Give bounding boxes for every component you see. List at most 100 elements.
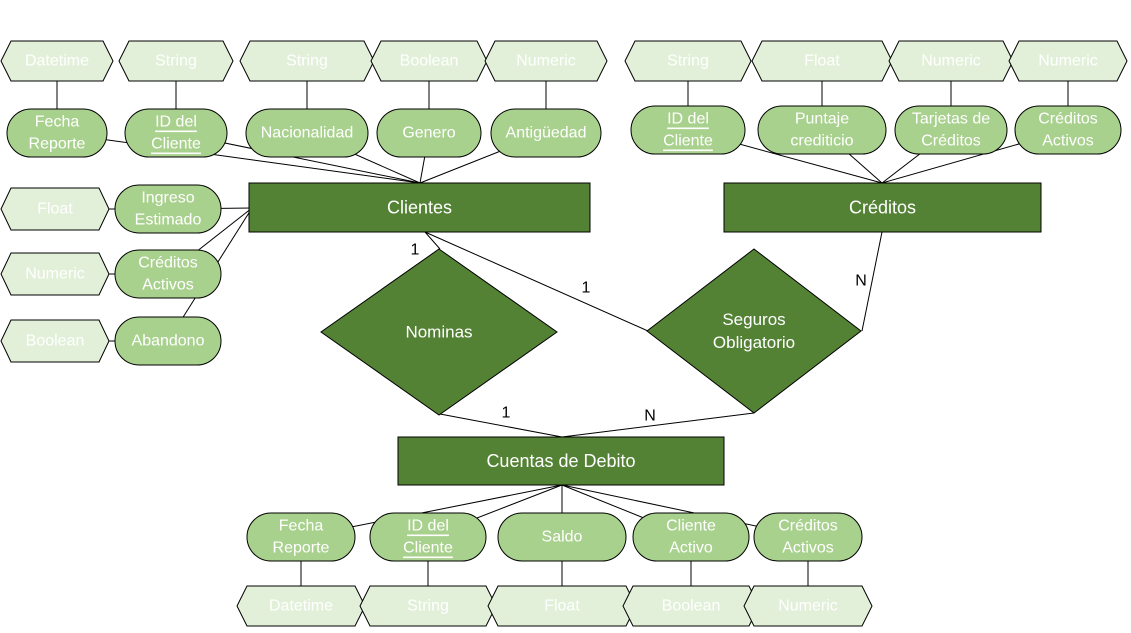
attribute-pill bbox=[1014, 105, 1122, 155]
label-line: Activos bbox=[782, 540, 834, 557]
label-line: Cliente bbox=[151, 136, 201, 153]
attribute-genero: Genero bbox=[376, 108, 482, 158]
label-line: Fecha bbox=[279, 518, 324, 535]
type-string: String bbox=[359, 585, 497, 627]
entity-box bbox=[723, 182, 1042, 233]
label-line: Ingreso bbox=[141, 190, 194, 207]
label-line: Nominas bbox=[405, 323, 472, 342]
attribute-link bbox=[56, 132, 421, 184]
type-hexagon bbox=[239, 40, 375, 82]
label-line: Cliente bbox=[666, 518, 716, 535]
type-hexagon bbox=[0, 187, 110, 231]
attribute-pill bbox=[894, 105, 1008, 155]
label-line: Antigüedad bbox=[506, 125, 587, 142]
attribute-pill bbox=[114, 316, 222, 366]
label-line: Seguros bbox=[722, 310, 785, 329]
type-hexagon bbox=[622, 585, 760, 627]
label-line: Créditos bbox=[921, 133, 981, 150]
type-label: String bbox=[155, 53, 197, 70]
label-line: Puntaje bbox=[795, 111, 849, 128]
label-line: Créditos bbox=[1038, 111, 1098, 128]
type-float: Float bbox=[751, 40, 893, 82]
attribute-pill bbox=[630, 105, 746, 155]
type-string: String bbox=[239, 40, 375, 82]
entity-cuentas: Cuentas de Debito bbox=[397, 436, 725, 486]
attribute-abandono: Abandono bbox=[114, 316, 222, 366]
label-line: Tarjetas de bbox=[912, 111, 990, 128]
relationship-nominas: Nominas bbox=[320, 248, 558, 416]
type-boolean: Boolean bbox=[622, 585, 760, 627]
cardinality-clientes-seguros: 1 bbox=[582, 280, 591, 297]
label-line: Activo bbox=[669, 540, 713, 557]
type-numeric: Numeric bbox=[743, 585, 873, 627]
attribute-pill bbox=[114, 184, 222, 234]
attribute-puntaje-crediticio: Puntaje crediticio bbox=[757, 105, 887, 155]
label-line: Reporte bbox=[273, 540, 330, 557]
attribute-pill bbox=[497, 512, 627, 562]
type-label: Boolean bbox=[400, 53, 459, 70]
label-line: ID del bbox=[407, 518, 449, 535]
type-label: Numeric bbox=[25, 266, 85, 283]
type-boolean: Boolean bbox=[370, 40, 488, 82]
type-hexagon bbox=[0, 319, 110, 363]
type-numeric: Numeric bbox=[484, 40, 608, 82]
type-string: String bbox=[118, 40, 234, 82]
label-line: ID del bbox=[667, 111, 709, 128]
attribute-pill bbox=[369, 512, 487, 562]
label-line: Activos bbox=[1042, 133, 1094, 150]
label-line: Fecha bbox=[35, 114, 80, 131]
type-hexagon bbox=[888, 40, 1014, 82]
link-nominas-cuentas bbox=[439, 413, 563, 438]
entity-clientes: Clientes bbox=[248, 182, 591, 233]
attribute-tarjetas-de-creditos: Tarjetas de Créditos bbox=[894, 105, 1008, 155]
type-hexagon bbox=[484, 40, 608, 82]
type-hexagon bbox=[751, 40, 893, 82]
label-line: Abandono bbox=[132, 333, 205, 350]
type-label: String bbox=[286, 53, 328, 70]
attribute-nacionalidad: Nacionalidad bbox=[245, 108, 369, 158]
label-line: Cliente bbox=[663, 133, 713, 150]
label-line: Nacionalidad bbox=[261, 125, 354, 142]
type-hexagon bbox=[624, 40, 752, 82]
attribute-pill bbox=[124, 108, 228, 158]
type-hexagon bbox=[118, 40, 234, 82]
label-line: Créditos bbox=[138, 255, 198, 272]
type-string: String bbox=[624, 40, 752, 82]
cardinality-clientes-nominas: 1 bbox=[411, 242, 420, 259]
label-line: Reporte bbox=[29, 136, 86, 153]
link-seguros-cuentas bbox=[561, 412, 755, 438]
type-numeric: Numeric bbox=[1008, 40, 1128, 82]
type-float: Float bbox=[0, 187, 110, 231]
attribute-pill bbox=[6, 108, 108, 158]
type-datetime: Datetime bbox=[236, 585, 366, 627]
type-hexagon bbox=[359, 585, 497, 627]
entity-box bbox=[248, 182, 591, 233]
type-hexagon bbox=[743, 585, 873, 627]
attribute-pill bbox=[245, 108, 369, 158]
type-hexagon bbox=[0, 252, 110, 296]
type-numeric: Numeric bbox=[888, 40, 1014, 82]
attribute-pill bbox=[246, 512, 356, 562]
label-line: crediticio bbox=[790, 133, 853, 150]
label-line: Cliente bbox=[403, 540, 453, 557]
attribute-pill bbox=[632, 512, 750, 562]
label-line: Créditos bbox=[778, 518, 838, 535]
type-hexagon bbox=[487, 585, 637, 627]
type-label: String bbox=[667, 53, 709, 70]
entity-creditos: Créditos bbox=[723, 182, 1042, 233]
entity-label: Clientes bbox=[387, 198, 452, 218]
link-clientes-seguros bbox=[424, 231, 649, 332]
type-label: String bbox=[407, 598, 449, 615]
relationship-diamond bbox=[320, 248, 558, 416]
attribute-pill bbox=[376, 108, 482, 158]
entity-box bbox=[397, 436, 725, 486]
type-float: Float bbox=[487, 585, 637, 627]
